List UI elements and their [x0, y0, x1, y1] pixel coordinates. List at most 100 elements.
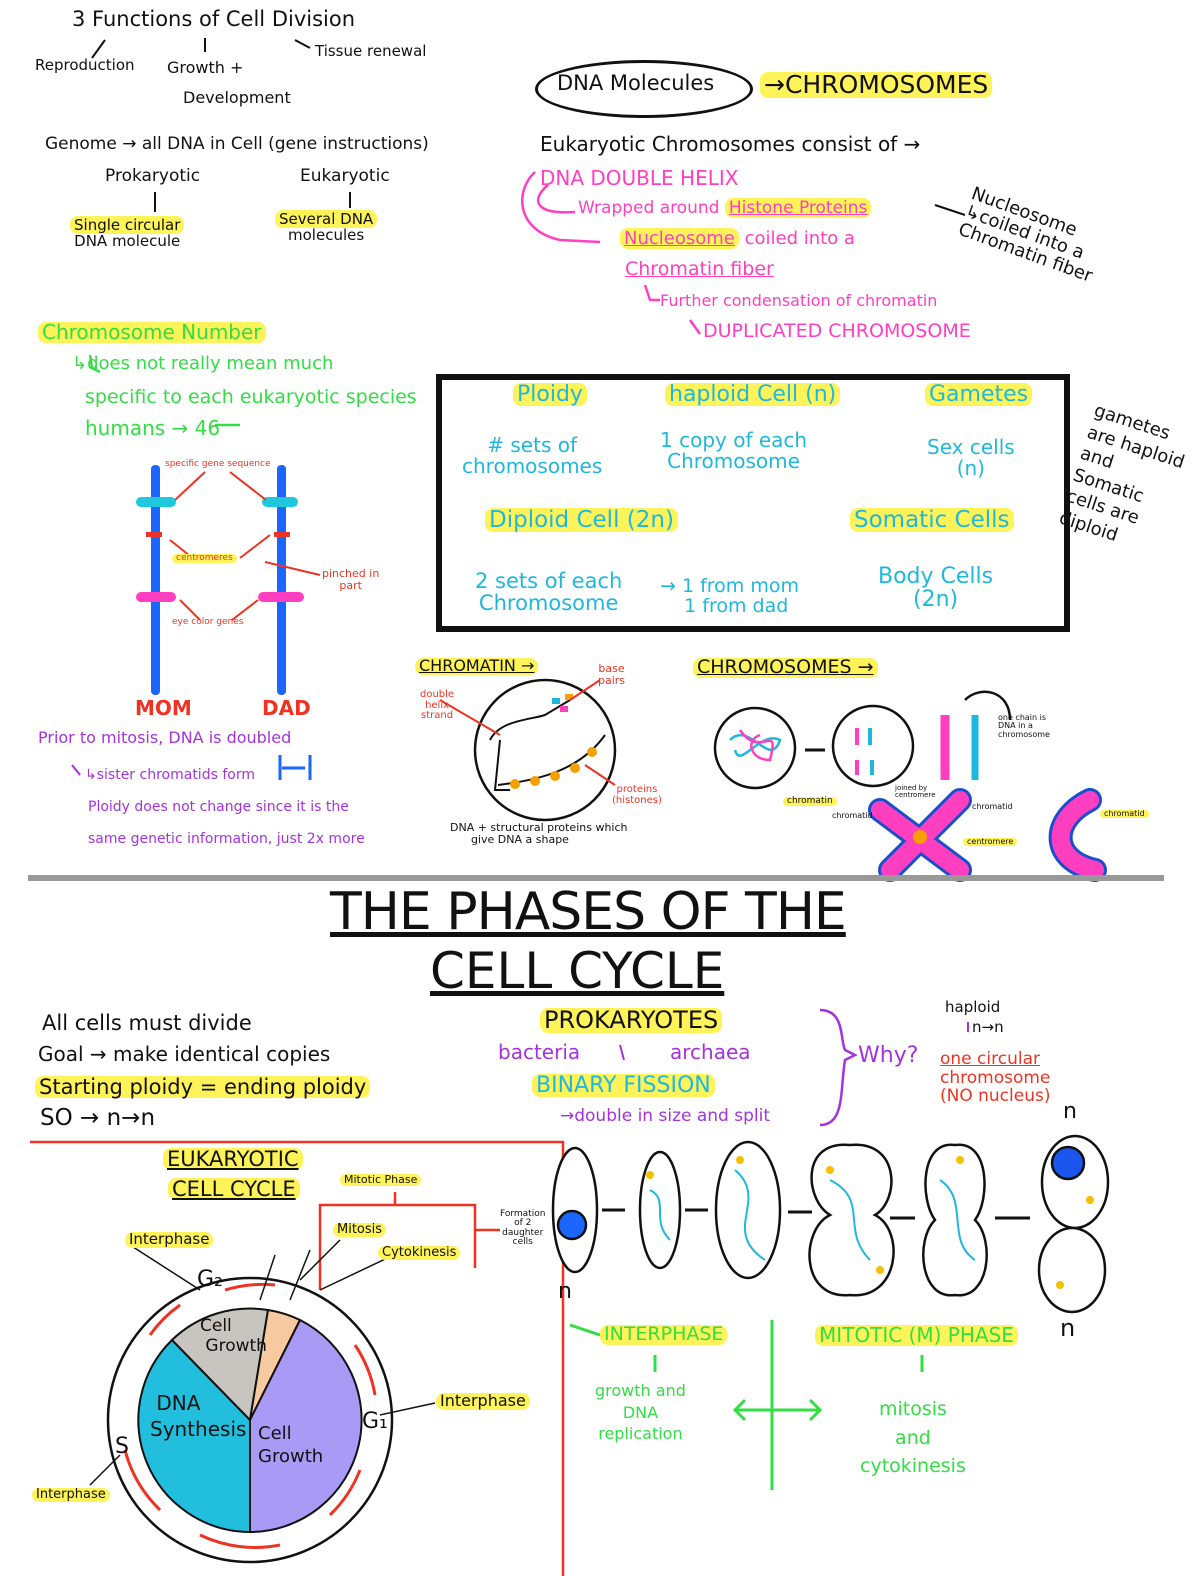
gametes-d2: (n) [956, 456, 985, 480]
somatic-d2: (2n) [913, 587, 959, 613]
reproduction: Reproduction [35, 56, 135, 74]
chromosome-number-title: Chromosome Number [38, 322, 266, 343]
diploid-d2: Chromosome [478, 591, 619, 616]
somatic-desc: Body Cells(2n) [878, 565, 993, 611]
intro-4: SO → n→n [40, 1105, 156, 1131]
cell-cycle-title-2: CELL CYCLE [430, 942, 725, 1000]
n-label-left: n [558, 1279, 572, 1304]
pinched-2: part [339, 578, 362, 592]
f1: Formation [500, 1209, 546, 1219]
somatic-d1: Body Cells [878, 564, 994, 589]
ploidy-heading: Ploidy [513, 383, 587, 406]
intro-3: Starting ploidy = ending ploidy [35, 1076, 371, 1098]
haploid-heading: haploid Cell (n) [665, 383, 841, 406]
pro-desc-1: Single circular [70, 216, 185, 234]
base-1: base [598, 662, 625, 675]
tissue-renewal: Tissue renewal [315, 42, 427, 60]
from-mom: 1 from mom [681, 575, 799, 597]
g1g-1: Cell [258, 1423, 292, 1444]
from-dad: 1 from dad [684, 594, 789, 617]
section-divider [28, 875, 1164, 881]
pinched-1: pinched in [322, 567, 380, 580]
g2g-1: Cell [200, 1316, 232, 1336]
haploid-note: haploid [945, 998, 1001, 1016]
gametes-heading: Gametes [925, 383, 1033, 406]
cell-cycle-heading: CELL CYCLE [168, 1178, 300, 1200]
mom-label: MOM [135, 696, 192, 720]
double-in-size: →double in size and split [560, 1106, 771, 1126]
diploid-d1: 2 sets of each [475, 569, 623, 593]
archaea: archaea [670, 1040, 751, 1064]
m-3: cytokinesis [860, 1455, 966, 1477]
wrapped-around: Wrapped around Histone Proteins [578, 198, 872, 218]
eukaryotic-label: Eukaryotic [300, 166, 390, 186]
chromatid-left-label: chromatid [832, 811, 873, 820]
n-to-n-note: n→n [972, 1018, 1004, 1036]
mitosis-label: Mitosis [333, 1223, 387, 1237]
dna-molecules: DNA Molecules [557, 71, 715, 95]
intro-1: All cells must divide [42, 1011, 252, 1035]
further-condensation: Further condensation of chromatin [660, 291, 938, 310]
cytokinesis-label: Cytokinesis [378, 1246, 461, 1260]
gametes-d1: Sex cells [927, 435, 1015, 459]
f2: of 2 [514, 1218, 532, 1229]
i-2: DNA [622, 1402, 659, 1422]
nucleosome: Nucleosome [620, 228, 739, 249]
chromatin-label: chromatin [783, 796, 837, 807]
wrapped-text: Wrapped around [578, 198, 720, 218]
dna-1: DNA [156, 1391, 201, 1415]
interphase-left: Interphase [32, 1488, 110, 1502]
dna-double-helix: DNA DOUBLE HELIX [540, 166, 739, 190]
ploidy-d1: # sets of [487, 433, 578, 457]
why: Why? [858, 1043, 919, 1068]
prokaryotes-heading: PROKARYOTES [540, 1007, 723, 1034]
binary-fission-cells [551, 1134, 1110, 1314]
m-1: mitosis [878, 1398, 947, 1420]
chromatid-right-label: chromatid [972, 802, 1013, 811]
genome-definition: Genome → all DNA in Cell (gene instructi… [45, 134, 429, 154]
f3: daughter [502, 1227, 544, 1238]
g2-growth-label: Cell Growth [200, 1316, 267, 1357]
diploid-heading: Diploid Cell (2n) [485, 508, 678, 532]
g1-label: G₁ [362, 1409, 388, 1434]
chromatin-heading: CHROMATIN → [415, 657, 539, 675]
chain-2: DNA in a [998, 721, 1033, 731]
gametes-desc: Sex cells(n) [927, 437, 1015, 479]
helix-3: strand [421, 710, 454, 721]
cell-cycle-title-1: THE PHASES OF THE [330, 882, 847, 942]
number-line-3: humans → 46 [85, 416, 221, 440]
somatic-heading: Somatic Cells [850, 508, 1014, 532]
chromatin-fiber: Chromatin fiber [625, 258, 774, 280]
sister-chromatid-icon [278, 755, 312, 780]
development: Development [183, 88, 291, 107]
circ-1: one circular [940, 1049, 1040, 1069]
mitosis-note-4: same genetic information, just 2x more [88, 831, 365, 847]
chromatid-single-label: chromatid [1100, 809, 1149, 819]
base-2: pairs [598, 673, 626, 687]
mom-dad: → 1 from mom 1 from dad [660, 575, 799, 617]
red-divider [30, 1140, 565, 1576]
duplicated-chromosome: DUPLICATED CHROMOSOME [703, 320, 971, 342]
dad-label: DAD [262, 696, 311, 720]
helix-2: helix [425, 699, 450, 711]
desc-1: DNA + structural proteins which [450, 821, 628, 834]
gene-sequence-label: specific gene sequence [165, 459, 271, 469]
m-2: and [895, 1426, 931, 1449]
g2g-2: Growth [205, 1336, 267, 1357]
s-label: S [115, 1434, 129, 1459]
mitotic-desc: mitosis and cytokinesis [860, 1395, 966, 1481]
ploidy-box [436, 374, 1070, 632]
consist-of: Eukaryotic Chromosomes consist of → [540, 132, 921, 156]
chromosome-diagram [713, 690, 1107, 882]
